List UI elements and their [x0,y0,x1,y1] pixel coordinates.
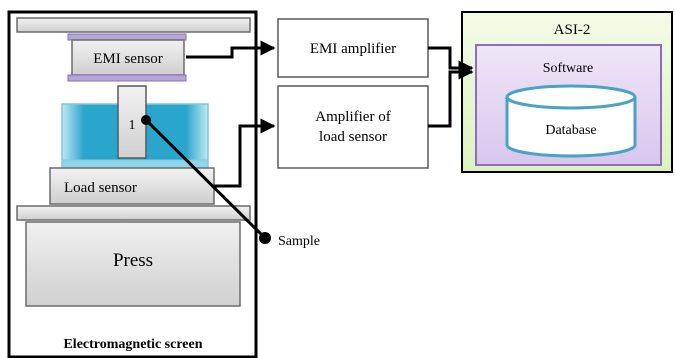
press-box [25,221,241,307]
sample-label: Sample [278,234,320,249]
top-plate [16,17,251,33]
sample-pointer-end-dot [259,232,271,244]
software-label: Software [543,61,594,76]
press-plate [16,205,251,221]
emi-sensor-box [71,39,185,76]
database-label: Database [545,123,596,138]
screen-label: Electromagnetic screen [63,337,202,352]
emi-sensor-lavender-top [67,33,187,41]
database-cylinder [505,84,637,158]
sample-number: 1 [129,118,136,133]
sample-pointer-line [144,118,267,240]
emi-sensor-lavender-bottom [67,74,187,82]
connector-load-sensor-to-amplifier [214,118,276,188]
load-sensor-box [49,167,215,205]
connector-emi-sensor-to-amplifier [186,40,276,59]
emi-amplifier-box [277,18,429,78]
emi-amplifier-label: EMI amplifier [310,41,396,57]
press-label: Press [113,250,153,271]
load-amplifier-label-line2: load sensor [319,129,387,145]
emi-sensor-label: EMI sensor [93,51,163,67]
load-amplifier-box [277,85,429,169]
connector-load-amplifier-to-asi [428,64,474,128]
asi-title: ASI-2 [554,22,591,38]
load-amplifier-label-line1: Amplifier of [315,109,390,125]
sample-pointer-start-dot [141,115,151,125]
load-sensor-label: Load sensor [64,180,137,196]
